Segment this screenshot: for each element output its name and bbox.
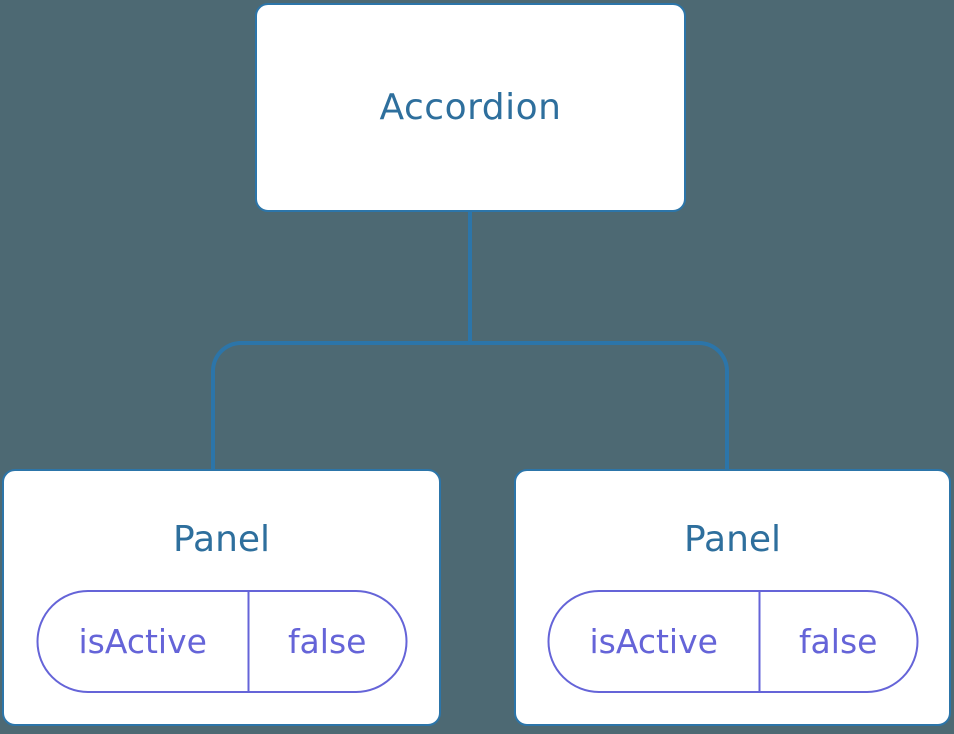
node-accordion-label: Accordion — [379, 87, 562, 128]
node-accordion: Accordion — [255, 3, 686, 212]
state-value-label: false — [287, 622, 367, 661]
node-panel-left: Panel isActive false — [2, 469, 441, 726]
state-badge-right: isActive false — [547, 590, 918, 693]
connector-root-stem — [468, 211, 472, 345]
state-badge-left: isActive false — [36, 590, 407, 693]
connector-branch-bracket — [211, 341, 729, 469]
node-panel-right-label: Panel — [683, 519, 782, 560]
node-panel-right: Panel isActive false — [514, 469, 951, 726]
node-panel-left-label: Panel — [172, 519, 271, 560]
state-key-label: isActive — [38, 592, 250, 691]
state-value-label: false — [798, 622, 878, 661]
state-key-label: isActive — [549, 592, 761, 691]
